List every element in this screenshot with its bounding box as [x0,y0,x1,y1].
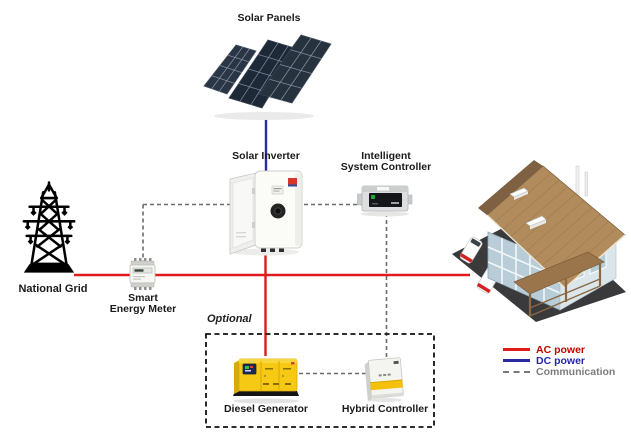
sem-label-line1: Smart [128,292,158,304]
solar-panels-label: Solar Panels [237,12,301,24]
intelligent-system-controller-label: Intelligent System Controller [341,151,431,173]
solar-panels-image [202,30,334,124]
solar-inverter-label: Solar Inverter [232,150,300,162]
dc-power-label: DC power [536,354,586,367]
energy-meter-icon [129,258,156,290]
solar-inverter-image [227,166,305,256]
sem-label-line2: Energy Meter [109,303,177,315]
solar-panels-icon [203,34,332,120]
hybrid-controller-label: Hybrid Controller [341,403,429,415]
legend-item-dc-power: DC power [503,354,615,367]
communication-label: Communication [536,365,616,378]
generator-icon [233,358,299,404]
optional-group-label: Optional [207,313,252,325]
hybrid-controller-image [362,355,408,403]
ac-power-label: AC power [536,343,586,356]
solar-inverter-icon [229,170,303,256]
intelligent-system-controller-image [357,183,413,217]
isc-label-line1: Intelligent [361,150,411,162]
isc-label-line2: System Controller [340,161,432,173]
smart-energy-meter-image [126,257,159,290]
national-grid-image [18,180,80,282]
dc-power-line-swatch [503,359,530,362]
house-image [448,158,628,323]
hybrid-controller-icon [364,357,404,402]
transmission-tower-icon [22,181,76,273]
ac-power-line-swatch [503,348,530,351]
legend: AC power DC power Communication [503,343,616,378]
diesel-generator-image [229,350,303,404]
system-controller-icon [357,185,413,217]
optional-group-box [205,333,435,428]
diesel-generator-label: Diesel Generator [223,403,309,415]
smart-energy-meter-label: Smart Energy Meter [110,293,177,315]
house-icon [452,160,626,322]
national-grid-label: National Grid [18,283,88,295]
legend-item-ac-power: AC power [503,343,615,356]
legend-item-communication: Communication [503,365,616,378]
communication-line-swatch [503,371,530,373]
